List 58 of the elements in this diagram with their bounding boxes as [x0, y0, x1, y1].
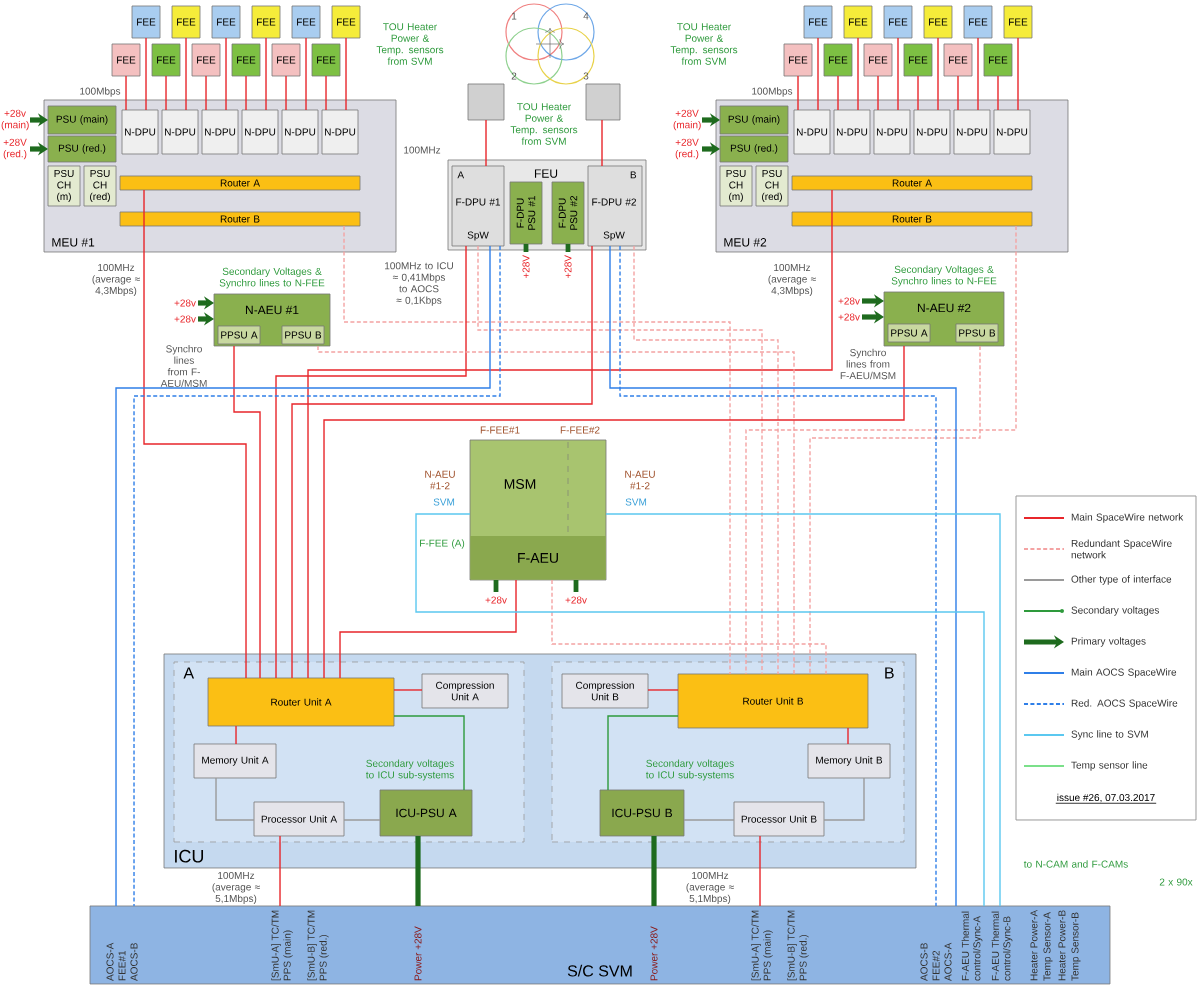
connector-line [809, 345, 981, 675]
connector-line [323, 345, 905, 679]
connector-line [343, 819, 381, 821]
connector-line [185, 37, 187, 111]
connector-line [205, 75, 207, 111]
connector-line [897, 37, 899, 111]
connector-line [797, 75, 799, 111]
connector-line [847, 727, 849, 745]
connector-line [601, 119, 603, 167]
connector-line [305, 37, 307, 111]
connector-line [233, 345, 261, 679]
connector-line [937, 37, 939, 111]
connector-line [415, 836, 421, 906]
connector-line [215, 777, 255, 821]
connector-line [477, 245, 763, 675]
connector-line [317, 345, 795, 675]
connector-line [957, 75, 959, 111]
connector-line [275, 245, 467, 679]
connector-line [125, 75, 127, 111]
connector-line [607, 715, 679, 791]
connector-line [285, 75, 287, 111]
connector-line [977, 37, 979, 111]
connector-line [651, 836, 657, 906]
connector-line [817, 37, 819, 111]
connector-line [823, 777, 865, 821]
connector-line [415, 513, 985, 907]
connector-line [307, 189, 833, 679]
connector-line [837, 75, 839, 111]
connector-line [235, 725, 237, 745]
connector-line [877, 75, 879, 111]
connector-line [291, 245, 593, 679]
connector-line [759, 835, 761, 907]
connector-line [1017, 37, 1019, 111]
connector-line [265, 37, 267, 111]
connector-line [485, 119, 487, 167]
connector-line [917, 75, 919, 111]
connector-line [325, 75, 327, 111]
connector-line [633, 245, 779, 675]
connector-line [165, 75, 167, 111]
connector-block [467, 83, 505, 121]
connector-line [997, 75, 999, 111]
connector-line [683, 819, 735, 821]
connector-block [585, 83, 621, 121]
connector-line [145, 37, 147, 111]
connector-line [279, 835, 281, 907]
connector-line [647, 689, 679, 691]
connector-line [393, 689, 423, 691]
connector-line [225, 37, 227, 111]
connector-line [857, 37, 859, 111]
connector-line [745, 225, 1017, 675]
connector-line [551, 579, 827, 675]
connector-line [345, 37, 347, 111]
connector-line [393, 715, 465, 791]
connector-line [605, 513, 1001, 907]
connector-line [143, 189, 247, 679]
connector-line [245, 75, 247, 111]
connector-line [343, 225, 731, 675]
connector-line [339, 579, 517, 679]
